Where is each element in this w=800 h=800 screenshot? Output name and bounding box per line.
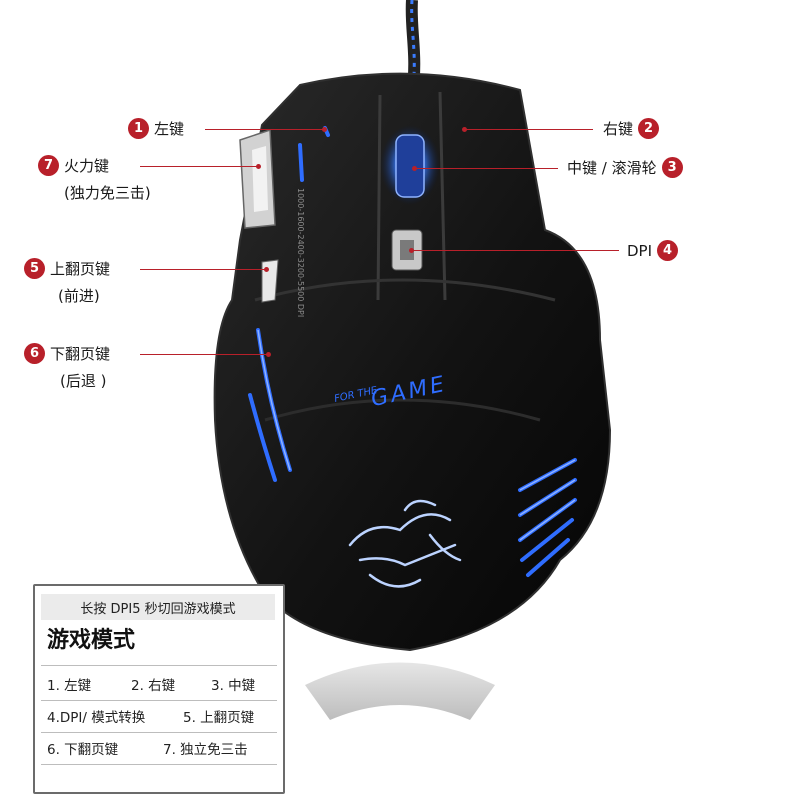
- panel-item: 5. 上翻页键: [183, 710, 255, 726]
- leader-line: [415, 168, 558, 169]
- callout-fire-key: 7 火力键: [38, 155, 114, 176]
- leader-line: [412, 250, 619, 251]
- callout-forward-key: 5 上翻页键: [24, 258, 115, 279]
- dragon-emblem: [348, 499, 462, 588]
- callout-dpi: DPI 4: [622, 240, 679, 261]
- callout-number: 6: [24, 343, 45, 364]
- callout-number: 4: [657, 240, 679, 261]
- panel-item: 4.DPI/ 模式转换: [47, 710, 146, 726]
- leader-dot: [412, 166, 417, 171]
- leader-dot: [409, 248, 414, 253]
- divider: [41, 764, 277, 765]
- callout-right-click: 右键 2: [598, 118, 660, 139]
- leader-dot: [266, 352, 271, 357]
- game-mode-panel: 长按 DPI5 秒切回游戏模式 游戏模式 1. 左键 2. 右键 3. 中键 4…: [33, 584, 285, 794]
- callout-label: 左键: [154, 120, 185, 138]
- divider: [41, 665, 277, 666]
- mouse-body: [213, 72, 612, 652]
- panel-item: 2. 右键: [131, 678, 176, 694]
- leader-line: [465, 129, 593, 130]
- panel-item: 7. 独立免三击: [163, 742, 248, 758]
- callout-label: 中键 / 滚滑轮: [567, 159, 657, 177]
- leader-line: [205, 129, 325, 130]
- leader-line: [140, 166, 258, 167]
- dpi-scale-print: 1000-1600-2400-3200-5500 DPI: [296, 188, 305, 317]
- leader-dot: [322, 127, 327, 132]
- callout-label: 右键: [603, 120, 634, 138]
- scroll-wheel: [395, 134, 425, 198]
- callout-back-key: 6 下翻页键: [24, 343, 115, 364]
- callout-sublabel: (前进): [58, 287, 100, 305]
- leader-line: [140, 269, 266, 270]
- callout-label: 上翻页键: [50, 260, 111, 278]
- panel-item: 3. 中键: [211, 678, 256, 694]
- callout-number: 7: [38, 155, 59, 176]
- panel-title: 游戏模式: [47, 628, 136, 653]
- display-stand: [305, 662, 495, 720]
- callout-number: 5: [24, 258, 45, 279]
- leader-line: [140, 354, 268, 355]
- panel-header: 长按 DPI5 秒切回游戏模式: [41, 594, 275, 620]
- panel-item: 6. 下翻页键: [47, 742, 119, 758]
- divider: [41, 700, 277, 701]
- callout-label: 下翻页键: [50, 345, 111, 363]
- leader-dot: [264, 267, 269, 272]
- callout-left-click: 1 左键: [128, 118, 189, 139]
- callout-label: DPI: [627, 241, 653, 260]
- leader-dot: [256, 164, 261, 169]
- callout-middle-click: 中键 / 滚滑轮 3: [562, 157, 683, 178]
- callout-number: 3: [661, 157, 683, 178]
- divider: [41, 732, 277, 733]
- panel-item: 1. 左键: [47, 678, 92, 694]
- leader-dot: [462, 127, 467, 132]
- callout-sublabel: (后退 ): [60, 372, 107, 390]
- callout-number: 1: [128, 118, 149, 139]
- callout-label: 火力键: [64, 157, 110, 175]
- callout-sublabel: (独力免三击): [64, 184, 151, 202]
- callout-number: 2: [638, 118, 660, 139]
